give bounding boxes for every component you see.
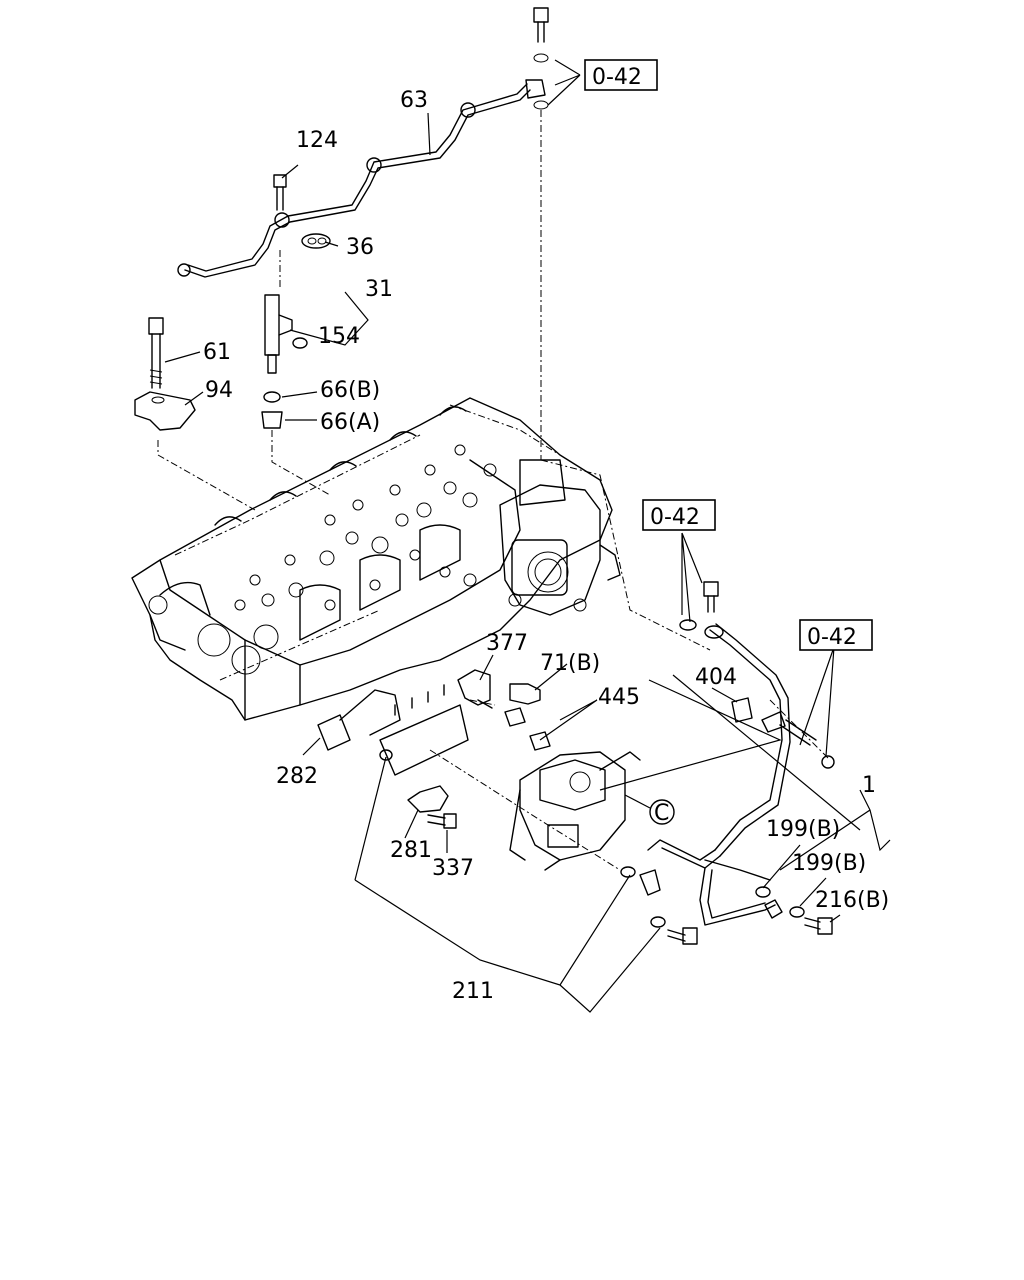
label-211: 211: [452, 979, 494, 1004]
assembly-lines: [157, 110, 831, 871]
label-31: 31: [365, 277, 393, 302]
label-63: 63: [400, 88, 428, 113]
bolt-124: [273, 174, 287, 211]
bolt-0-42-mid: [679, 581, 719, 631]
label-199b-2: 199(B): [792, 851, 866, 876]
label-71b: 71(B): [540, 651, 600, 676]
label-404: 404: [695, 665, 737, 690]
callout-c-label: C: [654, 801, 669, 826]
washer-36: [301, 233, 331, 249]
fuel-rail: [177, 79, 546, 278]
leader-lines: [164, 59, 891, 1013]
label-337: 337: [432, 856, 474, 881]
washer-199b: [755, 886, 805, 919]
stud-61: [148, 317, 164, 389]
injector-31: [264, 294, 308, 374]
bracket-281: [407, 785, 449, 813]
ref-box-top-label: 0-42: [592, 65, 642, 90]
label-61: 61: [203, 340, 231, 365]
label-377: 377: [486, 631, 528, 656]
label-445: 445: [598, 685, 640, 710]
ref-box-mid[interactable]: 0-42: [642, 499, 716, 531]
bolt-216b: [804, 917, 833, 935]
label-281: 281: [390, 838, 432, 863]
banjo-fittings-211: [379, 749, 698, 945]
o-ring-66b: [263, 391, 281, 403]
ref-box-right-label: 0-42: [807, 625, 857, 650]
label-66a: 66(A): [320, 410, 380, 435]
sleeve-404: [731, 697, 753, 723]
label-216b: 216(B): [815, 888, 889, 913]
circle-c-callout: C: [624, 794, 675, 826]
throttle-body-assembly: [499, 459, 621, 616]
label-66b: 66(B): [320, 378, 380, 403]
label-124: 124: [296, 128, 338, 153]
label-94: 94: [205, 378, 233, 403]
ref-box-top[interactable]: 0-42: [584, 59, 658, 91]
ref-box-right[interactable]: 0-42: [799, 619, 873, 651]
label-1: 1: [862, 773, 876, 798]
label-282: 282: [276, 764, 318, 789]
seal-66a: [261, 411, 283, 429]
bracket-377: [457, 669, 493, 709]
clamp-94: [134, 391, 196, 431]
top-bolt: [533, 7, 549, 110]
label-154: 154: [318, 324, 360, 349]
bolt-0-42-right: [779, 719, 835, 769]
ref-box-mid-label: 0-42: [650, 505, 700, 530]
fuel-pipe-assembly: [647, 623, 791, 926]
bolt-337: [427, 813, 457, 829]
injection-pump: [509, 751, 641, 871]
fitting-71b: [504, 683, 551, 751]
label-199b-1: 199(B): [766, 817, 840, 842]
label-36: 36: [346, 235, 374, 260]
cylinder-head: [131, 397, 613, 721]
part-labels: 63 124 36 31 154 61 94 66(B) 66(A) 377 7…: [203, 88, 889, 1004]
fuel-distributor-block: [317, 684, 469, 776]
